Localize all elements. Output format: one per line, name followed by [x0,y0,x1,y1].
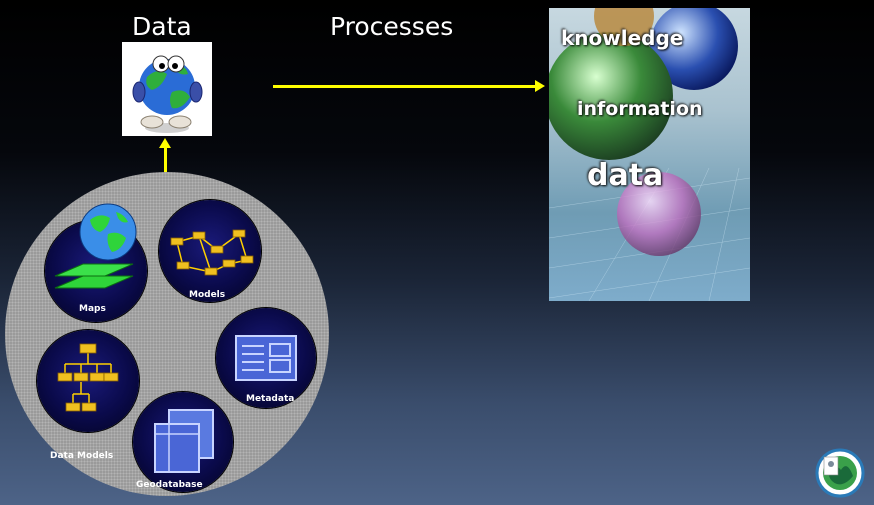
knowledge-word: knowledge [561,26,684,50]
world-globe-icon [78,202,138,262]
data-models-item [37,330,139,432]
information-word: information [577,98,703,120]
geodatabase-label: Geodatabase [136,480,203,490]
organization-logo [815,448,865,498]
maps-label: Maps [79,304,106,314]
models-label: Models [189,290,226,300]
metadata-label: Metadata [246,394,295,404]
up-arrow-head [159,138,171,148]
process-arrow-line [273,85,537,88]
models-item: Models [159,200,261,302]
globe-character-image [122,42,212,136]
knowledge-hierarchy-image: knowledge information data [549,8,750,301]
processes-heading: Processes [330,12,454,41]
data-models-label: Data Models [50,451,114,461]
geodatabase-item: Geodatabase [133,392,233,492]
data-word: data [587,158,664,193]
process-arrow-head [535,80,545,92]
metadata-item: Metadata [216,308,316,408]
up-arrow-line [164,146,167,178]
data-heading: Data [132,12,192,41]
